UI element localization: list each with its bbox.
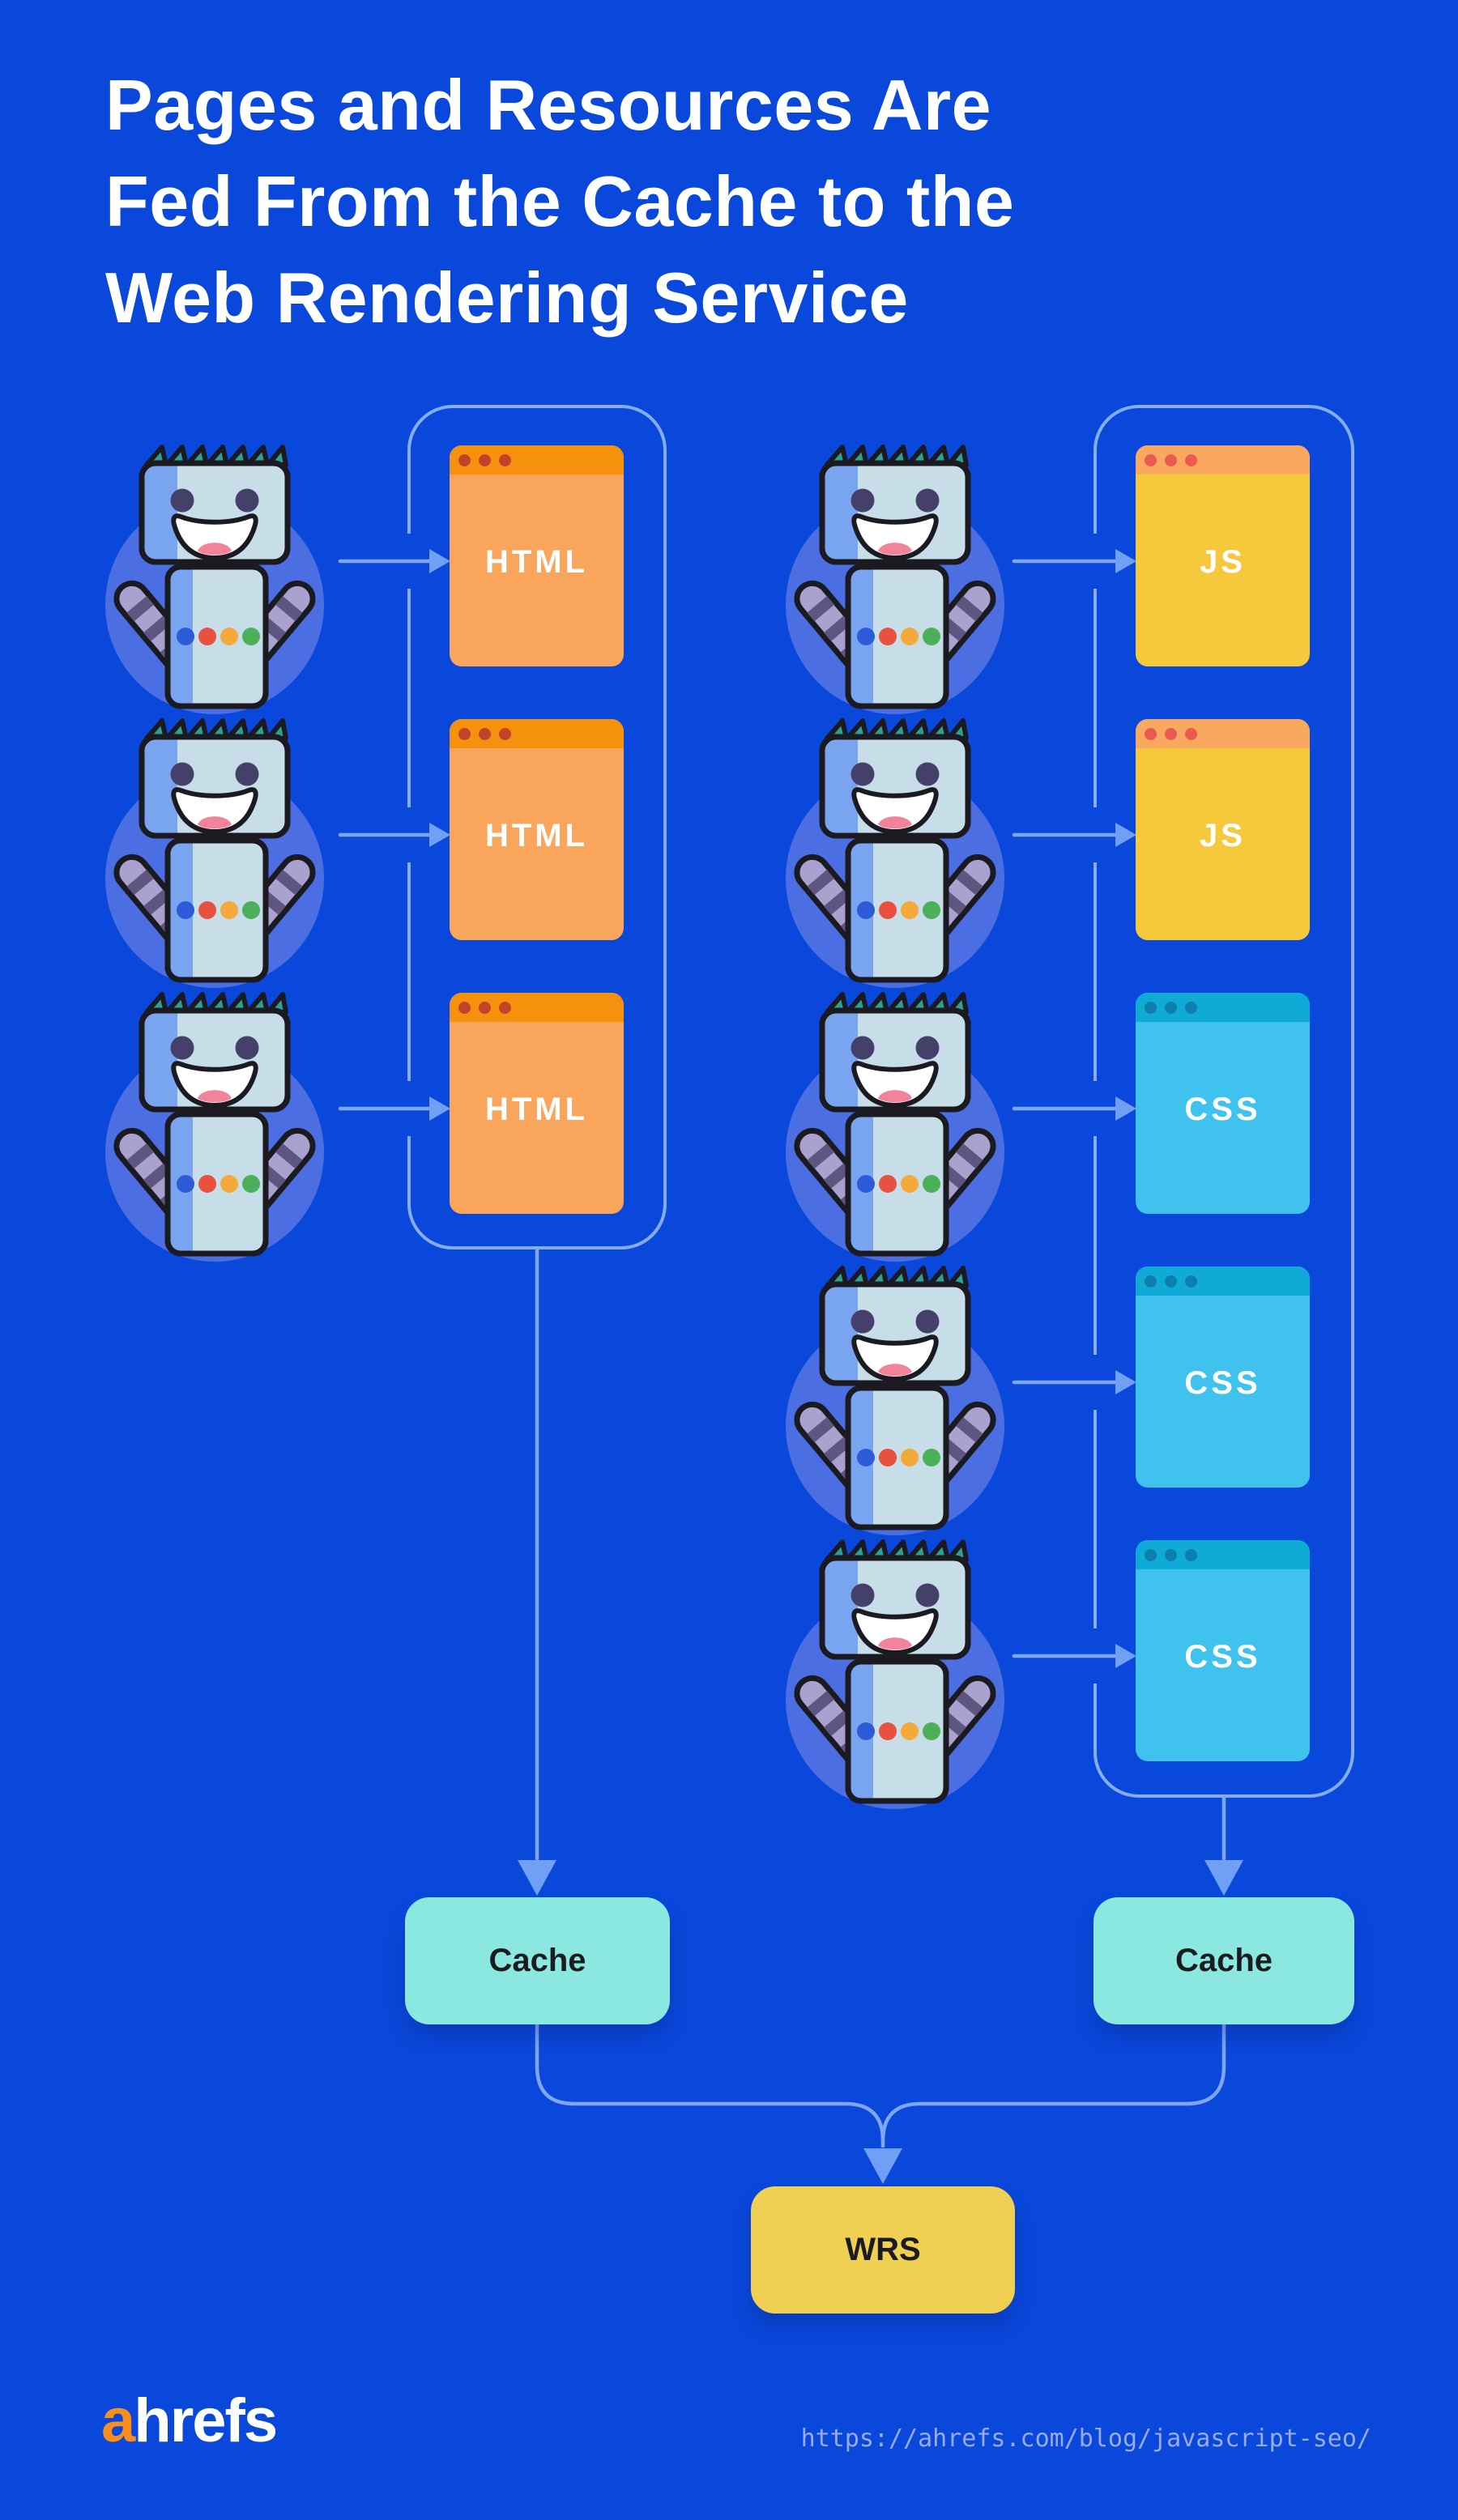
browser-window-header xyxy=(450,445,624,475)
wrs-label: WRS xyxy=(845,2232,921,2267)
arrowhead-icon xyxy=(429,1096,450,1121)
arrowhead-icon xyxy=(863,2148,902,2184)
css-file-card: CSS xyxy=(1136,1266,1310,1488)
window-control-dot-icon xyxy=(1185,1548,1197,1561)
browser-window-header xyxy=(1136,445,1310,475)
window-control-dot-icon xyxy=(1185,1001,1197,1014)
arrowhead-icon xyxy=(429,549,450,573)
window-control-dot-icon xyxy=(1145,1548,1157,1561)
ahrefs-logo-rest: hrefs xyxy=(134,2386,278,2455)
source-url[interactable]: https://ahrefs.com/blog/javascript-seo/ xyxy=(800,2424,1371,2453)
browser-window-header xyxy=(1136,719,1310,748)
window-control-dot-icon xyxy=(499,1001,511,1014)
card-label: CSS xyxy=(1184,1365,1261,1401)
googlebot-robot-icon xyxy=(782,1532,1008,1811)
window-control-dot-icon xyxy=(1185,1275,1197,1288)
window-control-dot-icon xyxy=(499,727,511,740)
html-file-card: HTML xyxy=(450,445,624,666)
window-control-dot-icon xyxy=(1165,1001,1177,1014)
arrowhead-icon xyxy=(1204,1860,1243,1896)
card-label: JS xyxy=(1200,544,1246,580)
browser-window-header xyxy=(1136,993,1310,1022)
ahrefs-logo: ahrefs xyxy=(101,2386,278,2456)
html-file-card: HTML xyxy=(450,719,624,940)
window-control-dot-icon xyxy=(1145,727,1157,740)
window-control-dot-icon xyxy=(1165,727,1177,740)
window-control-dot-icon xyxy=(1185,727,1197,740)
googlebot-robot-icon xyxy=(782,985,1008,1264)
googlebot-robot-icon xyxy=(782,1258,1008,1538)
title-line-1: Pages and Resources Are xyxy=(105,65,992,145)
window-control-dot-icon xyxy=(1165,453,1177,466)
window-control-dot-icon xyxy=(1185,453,1197,466)
css-file-card: CSS xyxy=(1136,993,1310,1214)
window-control-dot-icon xyxy=(1165,1275,1177,1288)
window-control-dot-icon xyxy=(479,727,491,740)
browser-window-header xyxy=(450,993,624,1022)
arrowhead-icon xyxy=(518,1860,556,1896)
cache-label: Cache xyxy=(1174,1943,1273,1978)
page-title: Pages and Resources Are Fed From the Cac… xyxy=(105,57,1014,346)
window-control-dot-icon xyxy=(499,453,511,466)
window-control-dot-icon xyxy=(479,1001,491,1014)
cache-box-left: Cache xyxy=(405,1897,670,2024)
arrowhead-icon xyxy=(1115,1644,1136,1668)
js-file-card: JS xyxy=(1136,445,1310,666)
card-label: JS xyxy=(1200,818,1246,853)
window-control-dot-icon xyxy=(1145,1001,1157,1014)
window-control-dot-icon xyxy=(1145,1275,1157,1288)
arrowhead-icon xyxy=(1115,1370,1136,1394)
cache-box-right: Cache xyxy=(1094,1897,1354,2024)
card-label: CSS xyxy=(1184,1639,1261,1675)
window-control-dot-icon xyxy=(458,727,471,740)
window-control-dot-icon xyxy=(1165,1548,1177,1561)
wrs-box: WRS xyxy=(751,2186,1015,2314)
googlebot-robot-icon xyxy=(782,711,1008,990)
googlebot-robot-icon xyxy=(782,437,1008,717)
browser-window-header xyxy=(450,719,624,748)
arrowhead-icon xyxy=(429,823,450,847)
window-control-dot-icon xyxy=(479,453,491,466)
arrowhead-icon xyxy=(1115,549,1136,573)
browser-window-header xyxy=(1136,1266,1310,1296)
window-control-dot-icon xyxy=(458,453,471,466)
browser-window-header xyxy=(1136,1540,1310,1569)
window-control-dot-icon xyxy=(458,1001,471,1014)
googlebot-robot-icon xyxy=(101,437,328,717)
arrowheads xyxy=(429,549,1243,2184)
googlebot-robot-icon xyxy=(101,985,328,1264)
arrowhead-icon xyxy=(1115,1096,1136,1121)
left-cache-to-wrs-line xyxy=(535,2022,885,2148)
connector-lines xyxy=(338,559,1226,2148)
html-file-card: HTML xyxy=(450,993,624,1214)
card-label: HTML xyxy=(484,818,589,853)
card-label: CSS xyxy=(1184,1092,1261,1127)
cache-label: Cache xyxy=(488,1943,586,1978)
window-control-dot-icon xyxy=(1145,453,1157,466)
css-file-card: CSS xyxy=(1136,1540,1310,1761)
googlebot-robot-icon xyxy=(101,711,328,990)
card-label: HTML xyxy=(484,1092,589,1127)
arrowhead-icon xyxy=(1115,823,1136,847)
right-cache-to-wrs-line xyxy=(880,2022,1226,2143)
ahrefs-logo-a: a xyxy=(101,2386,135,2455)
title-line-2: Fed From the Cache to the xyxy=(105,161,1015,241)
card-label: HTML xyxy=(484,544,589,580)
js-file-card: JS xyxy=(1136,719,1310,940)
title-line-3: Web Rendering Service xyxy=(105,258,909,338)
